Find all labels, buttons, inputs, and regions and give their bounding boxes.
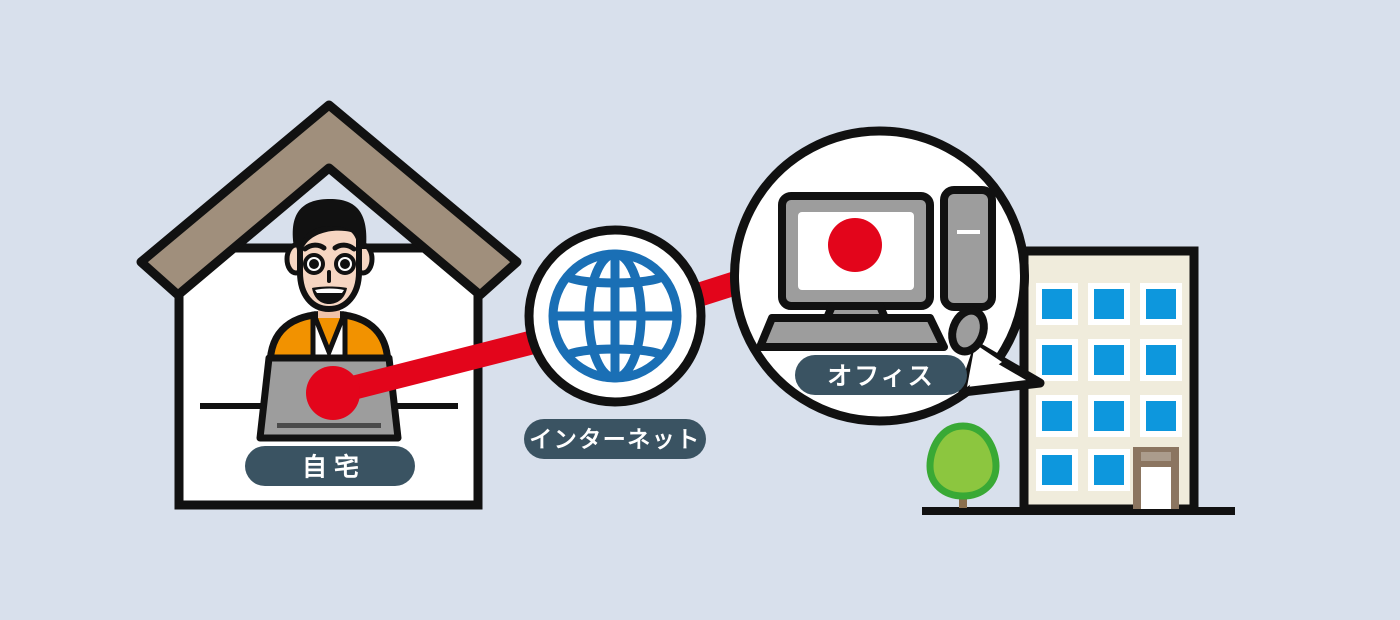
person-pupil-right xyxy=(340,259,350,269)
home-label: 自宅 xyxy=(245,446,415,486)
keyboard-icon xyxy=(756,314,948,351)
person-pupil-left xyxy=(309,259,319,269)
internet-label-pill xyxy=(524,419,706,459)
window-icon xyxy=(1036,283,1078,325)
window-icon xyxy=(1088,395,1130,437)
building-windows xyxy=(1036,283,1182,491)
callout-tail-mask xyxy=(967,344,1002,387)
tower-icon xyxy=(940,186,996,311)
person-teeth xyxy=(315,288,344,293)
home-label-pill xyxy=(245,446,415,486)
connection-endpoint-home xyxy=(306,366,360,420)
person-eyebrow-right xyxy=(332,242,357,252)
connection-endpoint-office xyxy=(828,218,882,272)
house-roof xyxy=(136,100,522,300)
window-icon xyxy=(1036,449,1078,491)
window-icon xyxy=(1036,395,1078,437)
window-icon xyxy=(1036,339,1078,381)
globe-icon xyxy=(548,249,682,383)
laptop-hinge xyxy=(277,423,381,428)
mouse-icon xyxy=(948,306,988,356)
door-icon xyxy=(1133,447,1179,509)
office-label-text: オフィス xyxy=(827,362,935,391)
tree-icon xyxy=(926,422,1000,508)
person-hair-top xyxy=(292,199,367,249)
office-building xyxy=(922,246,1235,515)
internet-label-text: インターネット xyxy=(529,427,701,453)
window-icon xyxy=(1088,449,1130,491)
window-icon xyxy=(1088,339,1130,381)
internet-label: インターネット xyxy=(524,419,706,459)
office-callout: オフィス xyxy=(730,126,1045,426)
window-icon xyxy=(1140,395,1182,437)
window-icon xyxy=(1140,283,1182,325)
person-eyebrow-left xyxy=(302,242,327,252)
window-icon xyxy=(1088,283,1130,325)
office-label-pill xyxy=(795,355,967,395)
window-icon xyxy=(1140,339,1182,381)
home-label-text: 自宅 xyxy=(302,453,366,482)
office-label: オフィス xyxy=(795,355,967,395)
tree-foliage xyxy=(926,422,1000,500)
internet-globe: インターネット xyxy=(524,225,706,459)
